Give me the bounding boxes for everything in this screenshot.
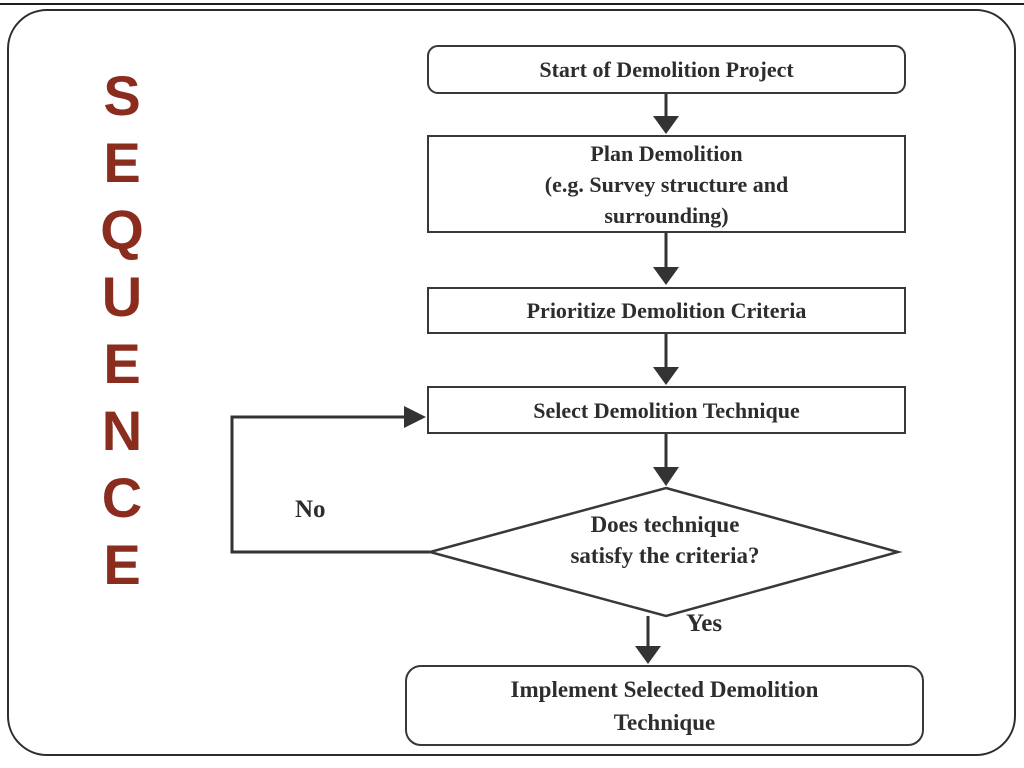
arrow-yes-decision-to-implement: [635, 616, 661, 664]
flow-node-prioritize-criteria: Prioritize Demolition Criteria: [427, 287, 906, 334]
flow-node-decision-label: Does technique satisfy the criteria?: [570, 512, 760, 568]
flow-node-plan-demolition: Plan Demolition (e.g. Survey structure a…: [427, 135, 906, 233]
decision-diamond-shape: [425, 486, 903, 618]
arrow-start-to-plan: [653, 94, 679, 134]
top-accent-line: [0, 3, 1024, 5]
arrow-prioritize-to-select: [653, 334, 679, 385]
slide-border-frame: [7, 9, 1016, 756]
arrow-plan-to-prioritize: [653, 233, 679, 285]
edge-label-no: No: [295, 496, 326, 523]
flow-node-start: Start of Demolition Project: [427, 45, 906, 94]
flow-node-implement-technique: Implement Selected Demolition Technique: [405, 665, 924, 746]
edge-label-yes: Yes: [686, 610, 723, 637]
vertical-title-sequence: S E Q U E N C E: [100, 64, 144, 596]
flow-node-select-technique: Select Demolition Technique: [427, 386, 906, 434]
arrow-select-to-decision: [653, 434, 679, 486]
arrow-no-decision-to-select: [230, 406, 430, 554]
